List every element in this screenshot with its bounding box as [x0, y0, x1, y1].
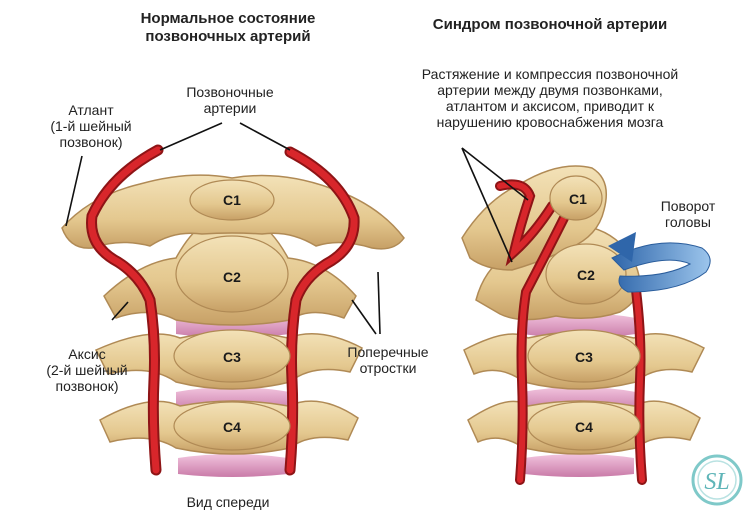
label-c1-left: C1	[223, 192, 241, 208]
normal-spine: C1 C2 C3 C4	[61, 122, 405, 477]
label-atlas-line1: Атлант	[68, 102, 114, 118]
label-front-view: Вид спереди	[186, 494, 270, 510]
label-c3-right: C3	[575, 349, 593, 365]
label-axis-line2: (2-й шейный	[46, 362, 128, 378]
logo-text: SL	[704, 469, 729, 495]
label-rotation-line1: Поворот	[660, 198, 716, 214]
label-explanation-line2: артерии между двумя позвонками,	[437, 82, 663, 98]
label-c1-right: C1	[569, 191, 587, 207]
label-c4-right: C4	[575, 419, 593, 435]
title-syndrome: Синдром позвоночной артерии	[432, 16, 668, 33]
label-c2-right: C2	[577, 267, 595, 283]
label-arteries-line1: Позвоночные	[186, 84, 274, 100]
label-explanation-line1: Растяжение и компрессия позвоночной	[421, 66, 679, 82]
label-explanation: Растяжение и компрессия позвоночной арте…	[380, 66, 720, 130]
label-axis: Аксис (2-й шейный позвонок)	[26, 346, 148, 394]
label-explanation-line4: нарушению кровоснабжения мозга	[436, 114, 664, 130]
label-rotation: Поворот головы	[646, 198, 730, 230]
label-axis-line1: Аксис	[68, 346, 106, 362]
label-processes-line2: отростки	[359, 360, 417, 376]
label-processes: Поперечные отростки	[338, 344, 438, 376]
label-arteries-line2: артерии	[203, 100, 257, 116]
label-explanation-line3: атлантом и аксисом, приводит к	[445, 98, 655, 114]
disc-c4-c5	[178, 454, 288, 477]
label-rotation-line2: головы	[665, 214, 711, 230]
label-processes-line1: Поперечные	[347, 344, 429, 360]
logo-icon: SL	[691, 454, 743, 506]
label-axis-line3: позвонок)	[55, 378, 119, 394]
label-atlas-line2: (1-й шейный	[50, 118, 132, 134]
title-normal: Нормальное состояние позвоночных артерий	[118, 10, 338, 46]
label-c4-left: C4	[223, 419, 241, 435]
label-c2-left: C2	[223, 269, 241, 285]
label-atlas-line3: позвонок)	[59, 134, 123, 150]
label-atlas: Атлант (1-й шейный позвонок)	[30, 102, 152, 150]
label-c3-left: C3	[223, 349, 241, 365]
label-arteries: Позвоночные артерии	[180, 84, 280, 116]
title-normal-line1: Нормальное состояние	[140, 10, 316, 27]
title-normal-line2: позвоночных артерий	[145, 28, 311, 45]
syndrome-spine: C1 C2 C3 C4	[461, 147, 711, 485]
rotation-arrow-icon	[608, 232, 711, 293]
